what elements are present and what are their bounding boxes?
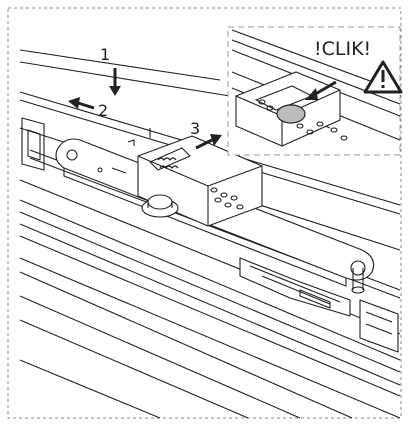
marker-notch <box>127 128 151 146</box>
profile-ridge-7 <box>19 295 301 419</box>
arm-slot <box>111 167 127 174</box>
pivot-pin <box>352 268 364 290</box>
step-2-arrow-icon <box>77 101 95 110</box>
end-cap <box>21 117 45 171</box>
callout-lock-button <box>276 104 306 124</box>
profile-ridge-8 <box>19 319 249 419</box>
profile-ridge-9 <box>19 359 161 419</box>
warning-triangle-icon <box>363 60 403 94</box>
step-3-arrow-icon <box>195 138 213 150</box>
arm-hole <box>97 167 103 173</box>
profile-ridge-5 <box>19 257 401 419</box>
rail-top-face <box>19 61 231 97</box>
outer-dashed-frame <box>7 7 402 419</box>
step-1-label: 1 <box>100 45 110 64</box>
rail-top-edge <box>19 49 221 81</box>
guide-slot <box>299 289 331 309</box>
callout-arrow-head <box>305 88 318 100</box>
arm-pivot-left <box>66 149 78 161</box>
profile-ridge-2 <box>19 211 401 373</box>
slider-holes <box>210 187 244 210</box>
end-bracket-detail <box>365 311 393 335</box>
callout-text: !CLIK! <box>314 38 371 60</box>
profile-ridge-6 <box>19 271 353 419</box>
pivot-base <box>351 286 365 294</box>
rail-assembly <box>19 49 401 419</box>
lock-button <box>147 194 173 210</box>
lock-button-side <box>147 202 173 208</box>
profile-ridge-4 <box>19 235 401 397</box>
callout-holes <box>258 99 348 141</box>
end-cap-inner <box>27 129 41 161</box>
spring-clip <box>149 147 191 171</box>
step-annotations: 1 2 3 <box>68 45 222 150</box>
profile-ridge-3 <box>19 223 401 386</box>
lever-arm-edge <box>63 168 347 287</box>
spring-coils <box>157 157 179 169</box>
arm-pivot-right <box>350 260 366 276</box>
callout-detail: !CLIK! <box>227 26 403 156</box>
end-bracket <box>359 299 399 353</box>
guide-carriage-line <box>249 265 341 305</box>
step-3-label: 3 <box>190 119 200 138</box>
profile-ridge-1 <box>19 199 401 361</box>
step-2-label: 2 <box>98 101 108 120</box>
